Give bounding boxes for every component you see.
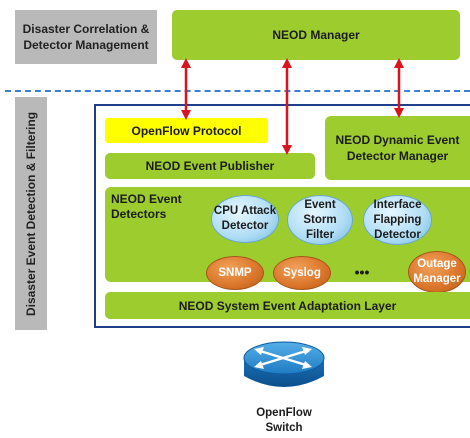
event-detectors-title: NEOD Event Detectors <box>111 192 182 221</box>
openflow-switch-icon <box>243 341 325 387</box>
event-publisher-box: NEOD Event Publisher <box>105 153 315 179</box>
neod-manager-box: NEOD Manager <box>172 10 460 60</box>
openflow-switch-label: OpenFlow Switch <box>256 407 312 434</box>
layer-label-detection: Disaster Event Detection & Filtering <box>15 97 47 330</box>
cpu-attack-detector: CPU Attack Detector <box>211 195 279 243</box>
more-detectors-ellipsis: ••• <box>354 264 370 280</box>
syslog-oval: Syslog <box>273 256 331 290</box>
event-storm-filter: Event Storm Filter <box>287 195 353 245</box>
adaptation-layer-box: NEOD System Event Adaptation Layer <box>105 292 470 319</box>
layer-label-correlation: Disaster Correlation & Detector Manageme… <box>15 10 157 64</box>
outage-manager-oval: Outage Manager <box>408 251 466 293</box>
dynamic-detector-manager-box: NEOD Dynamic Event Detector Manager <box>325 116 470 180</box>
interface-flapping-detector: Interface Flapping Detector <box>363 195 432 245</box>
layer-separator <box>5 90 470 92</box>
snmp-oval: SNMP <box>206 256 264 290</box>
openflow-protocol-box: OpenFlow Protocol <box>105 118 268 143</box>
